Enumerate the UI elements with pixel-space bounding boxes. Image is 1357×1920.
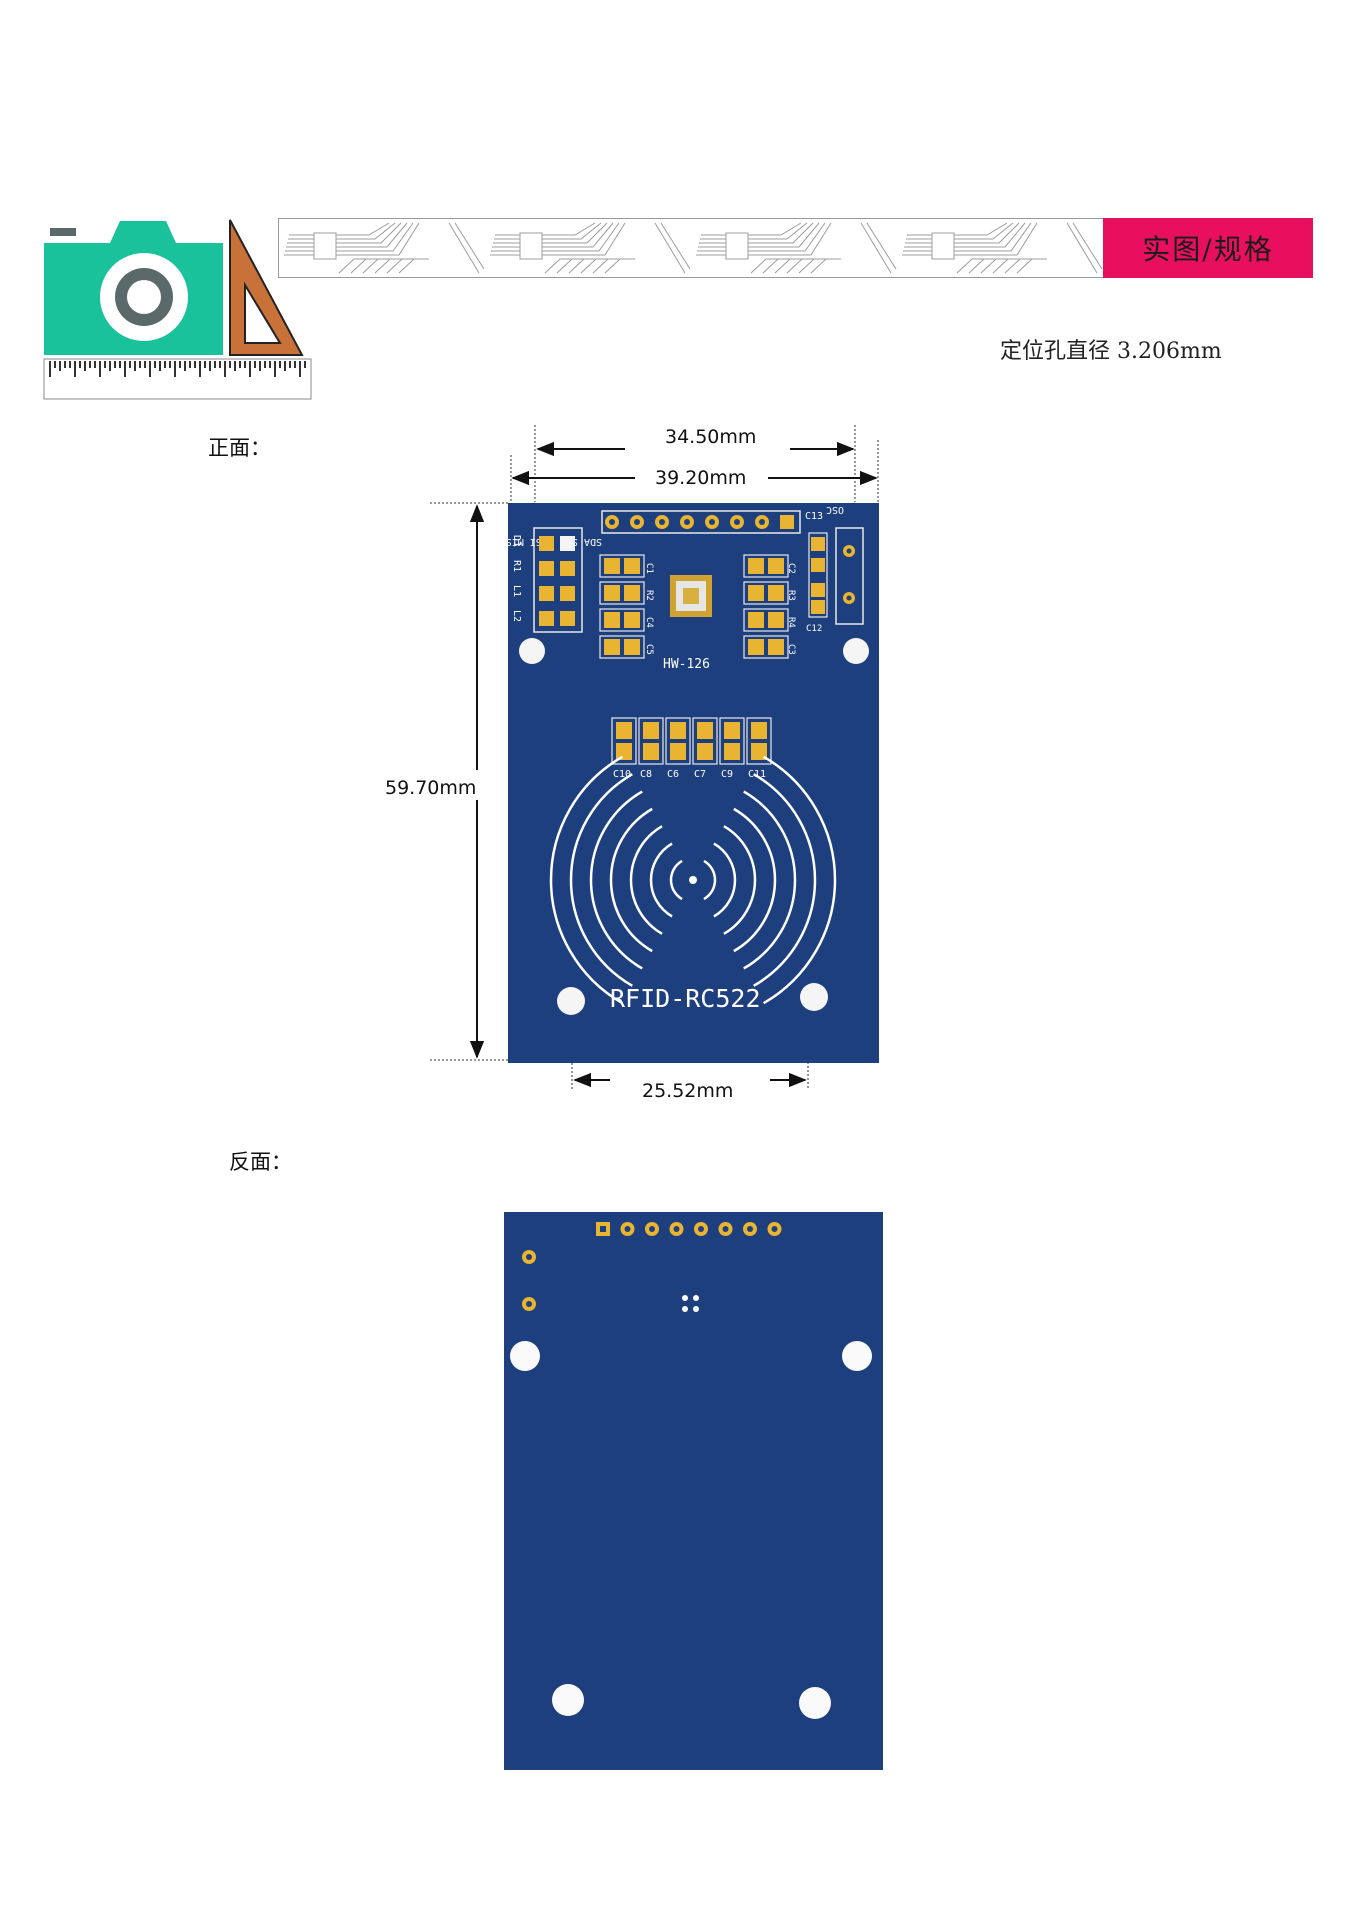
- pin-labels: SDA SCK MOSI MISO IRQ GND RST 3.3V: [508, 536, 602, 547]
- part-label-right: C3: [786, 644, 796, 655]
- part-label-r1: R1: [511, 560, 522, 572]
- antenna-arcs: [549, 755, 837, 1005]
- label-osc: OSC: [826, 504, 844, 515]
- antenna-center: [689, 876, 697, 884]
- camera-ruler-logo: [43, 219, 312, 400]
- front-label: 正面：: [208, 436, 271, 460]
- camera-flash: [50, 228, 76, 236]
- part-label-c7: C7: [694, 769, 706, 780]
- part-label-d1: D1: [511, 535, 522, 547]
- part-label-c9: C9: [721, 769, 733, 780]
- mount-hole-br: [800, 983, 828, 1011]
- dim-hole-spacing: 25.52mm: [638, 1080, 738, 1102]
- part-label-center: C5: [644, 644, 654, 655]
- dim-height: 59.70mm: [381, 777, 481, 799]
- part-label-center: C4: [644, 617, 654, 628]
- mount-hole-bl: [557, 987, 585, 1015]
- back-hole-br: [799, 1687, 831, 1719]
- part-label-l2: L2: [511, 610, 522, 622]
- banner-tag: 实图/规格: [1103, 218, 1313, 278]
- back-hole-bl: [552, 1684, 584, 1716]
- pcb-back-board: [504, 1212, 883, 1770]
- mount-hole-tr: [843, 638, 869, 664]
- part-label-l1: L1: [511, 585, 522, 597]
- part-label-center: R2: [644, 590, 654, 601]
- part-label-c10: C10: [613, 769, 631, 780]
- pcb-back: [504, 1212, 883, 1770]
- label-c13: C13: [805, 511, 823, 522]
- part-label-right: R4: [786, 617, 796, 628]
- part-label-right: R3: [786, 590, 796, 601]
- back-hole-tr: [842, 1341, 872, 1371]
- part-label-center: C1: [644, 563, 654, 574]
- back-hole-tl: [510, 1341, 540, 1371]
- label-model: HW-126: [663, 657, 710, 672]
- hole-diameter-note: 定位孔直径 3.206mm: [1000, 339, 1222, 364]
- back-label: 反面：: [229, 1150, 292, 1174]
- part-label-c11: C11: [748, 769, 766, 780]
- camera-lens-inner: [127, 280, 161, 314]
- circuit-pattern: [284, 222, 1103, 274]
- pcb-front: SDA SCK MOSI MISO IRQ GND RST 3.3V C13 O…: [508, 503, 879, 1063]
- dim-outer-width: 39.20mm: [651, 467, 751, 489]
- dim-inner-width: 34.50mm: [661, 426, 761, 448]
- part-label-right: C2: [786, 563, 796, 574]
- mount-hole-tl: [519, 638, 545, 664]
- label-c12: C12: [806, 624, 822, 634]
- part-label-c6: C6: [667, 769, 679, 780]
- board-title: RFID-RC522: [610, 984, 761, 1013]
- straight-ruler: [43, 358, 312, 400]
- part-label-c8: C8: [640, 769, 652, 780]
